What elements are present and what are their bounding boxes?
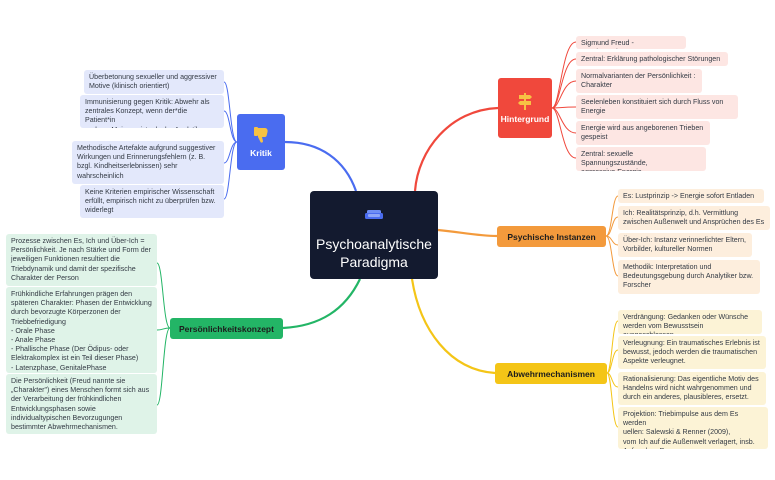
- abwehr-item-2[interactable]: Verleugnung: Ein traumatisches Erlebnis …: [618, 336, 766, 369]
- kritik-item-4[interactable]: Keine Kriterien empirischer Wissenschaft…: [80, 185, 224, 218]
- link-kritik: [284, 140, 358, 192]
- instanzen-item-1[interactable]: Es: Lustprinzip -> Energie sofort Entlad…: [618, 189, 764, 203]
- instanzen-child-links: [605, 195, 619, 277]
- abwehr-child-links: [606, 320, 619, 428]
- central-topic[interactable]: Psychoanalytische Paradigma: [310, 191, 438, 279]
- abwehr-item-3[interactable]: Rationalisierung: Das eigentliche Motiv …: [618, 372, 766, 405]
- hintergrund-child-links: [551, 41, 577, 159]
- hintergrund-item-3[interactable]: Normalvarianten der Persönlichkeit : Cha…: [576, 69, 702, 93]
- link-konzept: [282, 278, 361, 330]
- konzept-child-links: [156, 262, 171, 406]
- hintergrund-item-6[interactable]: Zentral: sexuelle Spannungszustände, agg…: [576, 147, 706, 171]
- link-abwehr: [410, 278, 496, 375]
- branch-konzept[interactable]: Persönlichkeitskonzept: [170, 318, 283, 339]
- abwehr-item-1[interactable]: Verdrängung: Gedanken oder Wünsche werde…: [618, 310, 762, 334]
- branch-hintergrund[interactable]: Hintergrund: [498, 78, 552, 138]
- branch-kritik-label: Kritik: [250, 148, 272, 158]
- branch-abwehr-label: Abwehrmechanismen: [507, 368, 595, 379]
- abwehr-item-4[interactable]: Projektion: Triebimpulse aus dem Es werd…: [618, 407, 768, 449]
- branch-abwehr[interactable]: Abwehrmechanismen: [495, 363, 607, 384]
- central-title: Psychoanalytische Paradigma: [316, 236, 432, 270]
- konzept-item-1[interactable]: Prozesse zwischen Es, Ich und Über-Ich =…: [6, 234, 157, 286]
- thumbs-down-icon: [254, 127, 268, 143]
- sofa-icon: [365, 210, 383, 219]
- konzept-item-3[interactable]: Die Persönlichkeit (Freud nannte sie „Ch…: [6, 374, 157, 434]
- link-hintergrund: [413, 106, 499, 192]
- hintergrund-item-4[interactable]: Seelenleben konstituiert sich durch Flus…: [576, 95, 738, 119]
- hintergrund-item-2[interactable]: Zentral: Erklärung pathologischer Störun…: [576, 52, 728, 66]
- branch-instanzen-label: Psychische Instanzen: [507, 231, 596, 242]
- konzept-item-2[interactable]: Frühkindliche Erfahrungen prägen den spä…: [6, 287, 157, 373]
- hintergrund-item-5[interactable]: Energie wird aus angeborenen Trieben ges…: [576, 121, 710, 145]
- kritik-item-1[interactable]: Überbetonung sexueller und aggressiver M…: [84, 70, 224, 94]
- branch-instanzen[interactable]: Psychische Instanzen: [497, 226, 606, 247]
- kritik-item-3[interactable]: Methodische Artefakte aufgrund suggestiv…: [72, 141, 224, 184]
- instanzen-item-3[interactable]: Über-Ich: Instanz verinnerlichter Eltern…: [618, 233, 752, 257]
- kritik-child-links: [223, 81, 238, 200]
- branch-hintergrund-label: Hintergrund: [500, 114, 550, 124]
- link-instanzen: [437, 228, 498, 238]
- instanzen-item-4[interactable]: Methodik: Interpretation und Bedeutungsg…: [618, 260, 760, 294]
- signpost-icon: [518, 93, 532, 110]
- branch-kritik[interactable]: Kritik: [237, 114, 285, 170]
- branch-konzept-label: Persönlichkeitskonzept: [179, 323, 274, 334]
- hintergrund-item-1[interactable]: Sigmund Freud - Psychoanalyse: [576, 36, 686, 49]
- kritik-item-2[interactable]: Immunisierung gegen Kritik: Abwehr als z…: [80, 95, 224, 128]
- instanzen-item-2[interactable]: Ich: Realitätsprinzip, d.h. Vermittlung …: [618, 206, 770, 230]
